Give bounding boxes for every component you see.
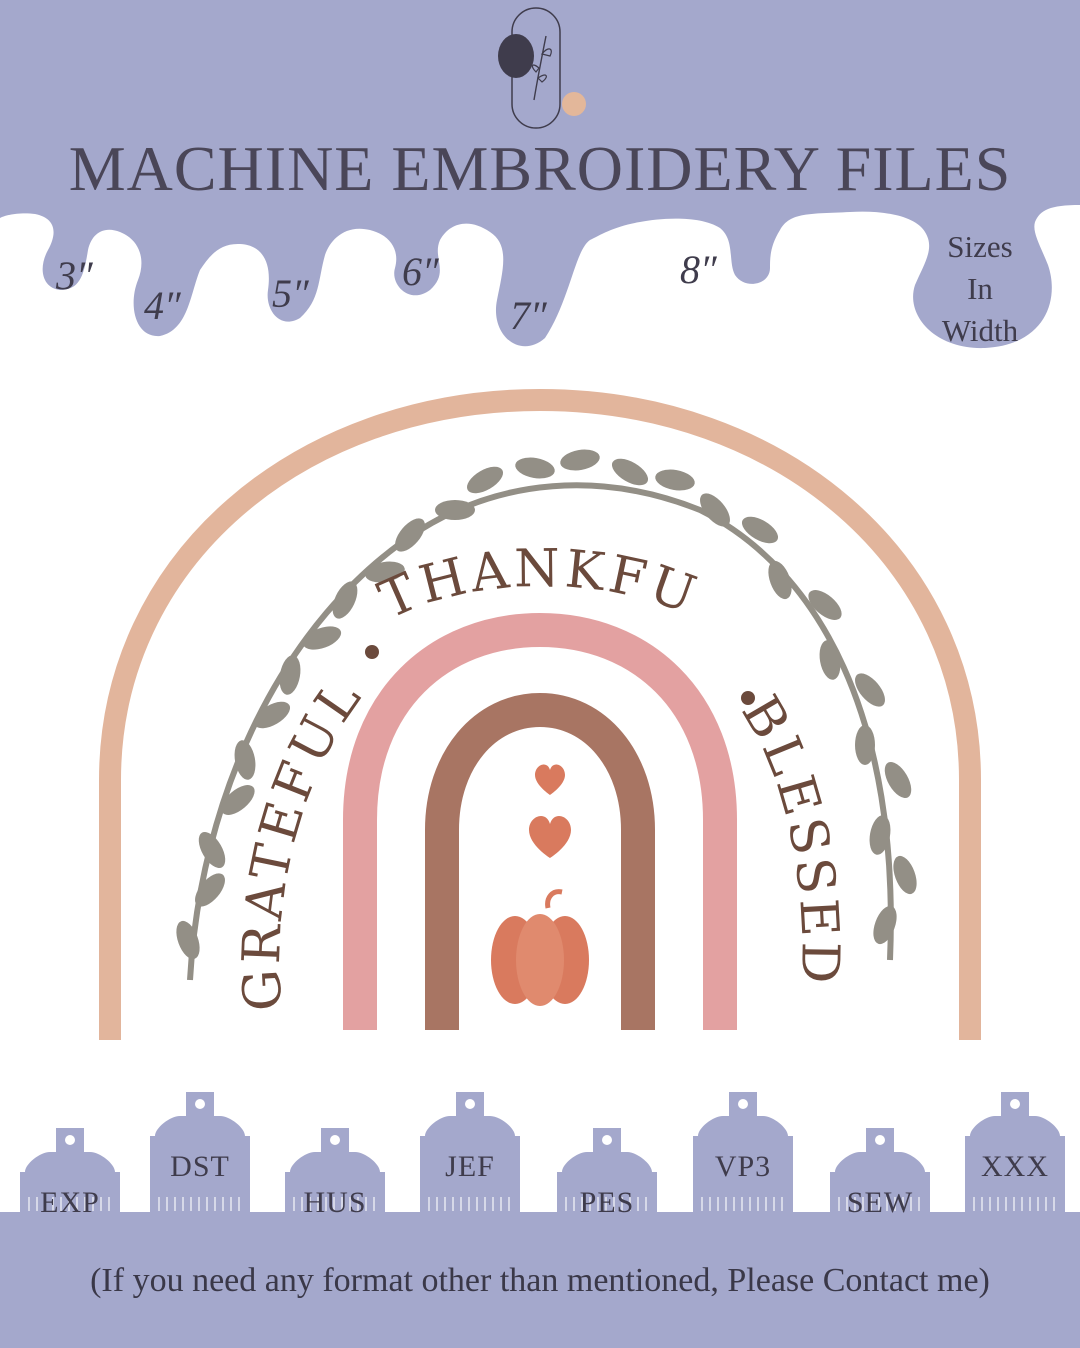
format-tag-shape [693,1092,793,1215]
outer-arc [99,388,981,1040]
format-label-vp3: VP3 [714,1150,772,1183]
size-label-7: 7″ [510,293,547,338]
heart-icon [535,764,565,795]
format-tag-shape [285,1128,385,1215]
format-tag-shape [20,1128,120,1215]
format-tag-shape [557,1128,657,1215]
logo [498,7,586,129]
size-label-6: 6″ [402,249,439,294]
embroidery-design: GRATEFUL THANKFUL BLESSED [0,380,981,1040]
format-tag-shape [965,1092,1065,1215]
dot-icon [365,645,379,659]
format-label-jef: JEF [445,1150,495,1183]
sizes-note: Sizes In Width [920,226,1040,352]
format-label-sew: SEW [846,1186,914,1219]
sizes-note-line3: Width [941,313,1019,348]
size-label-3: 3″ [56,253,93,298]
heart-icon [529,816,571,858]
size-label-8: 8″ [680,247,717,292]
dot-icon [741,691,755,705]
brown-arc [425,692,655,1030]
format-tag-shape [420,1092,520,1215]
format-label-hus: HUS [303,1186,367,1219]
page-title: MACHINE EMBROIDERY FILES [68,133,1012,204]
sizes-note-line1: Sizes [947,229,1013,264]
sizes-note-line2: In [967,271,993,306]
pumpkin-icon [491,889,589,1006]
leaf-branch-icon [187,482,894,981]
leaf-group [176,449,917,960]
format-label-xxx: XXX [981,1150,1049,1183]
word-blessed: BLESSED [730,686,850,988]
size-label-5: 5″ [272,271,309,316]
drip-banner [0,0,1080,349]
format-tag-shape [150,1092,250,1215]
contact-note: (If you need any format other than menti… [90,1262,990,1299]
format-label-dst: DST [170,1150,230,1183]
format-tag-shape [830,1128,930,1215]
size-label-4: 4″ [144,283,181,328]
format-label-pes: PES [579,1186,635,1219]
pink-arc [343,612,737,1030]
format-label-exp: EXP [40,1186,100,1219]
footer-background [0,1212,1080,1348]
